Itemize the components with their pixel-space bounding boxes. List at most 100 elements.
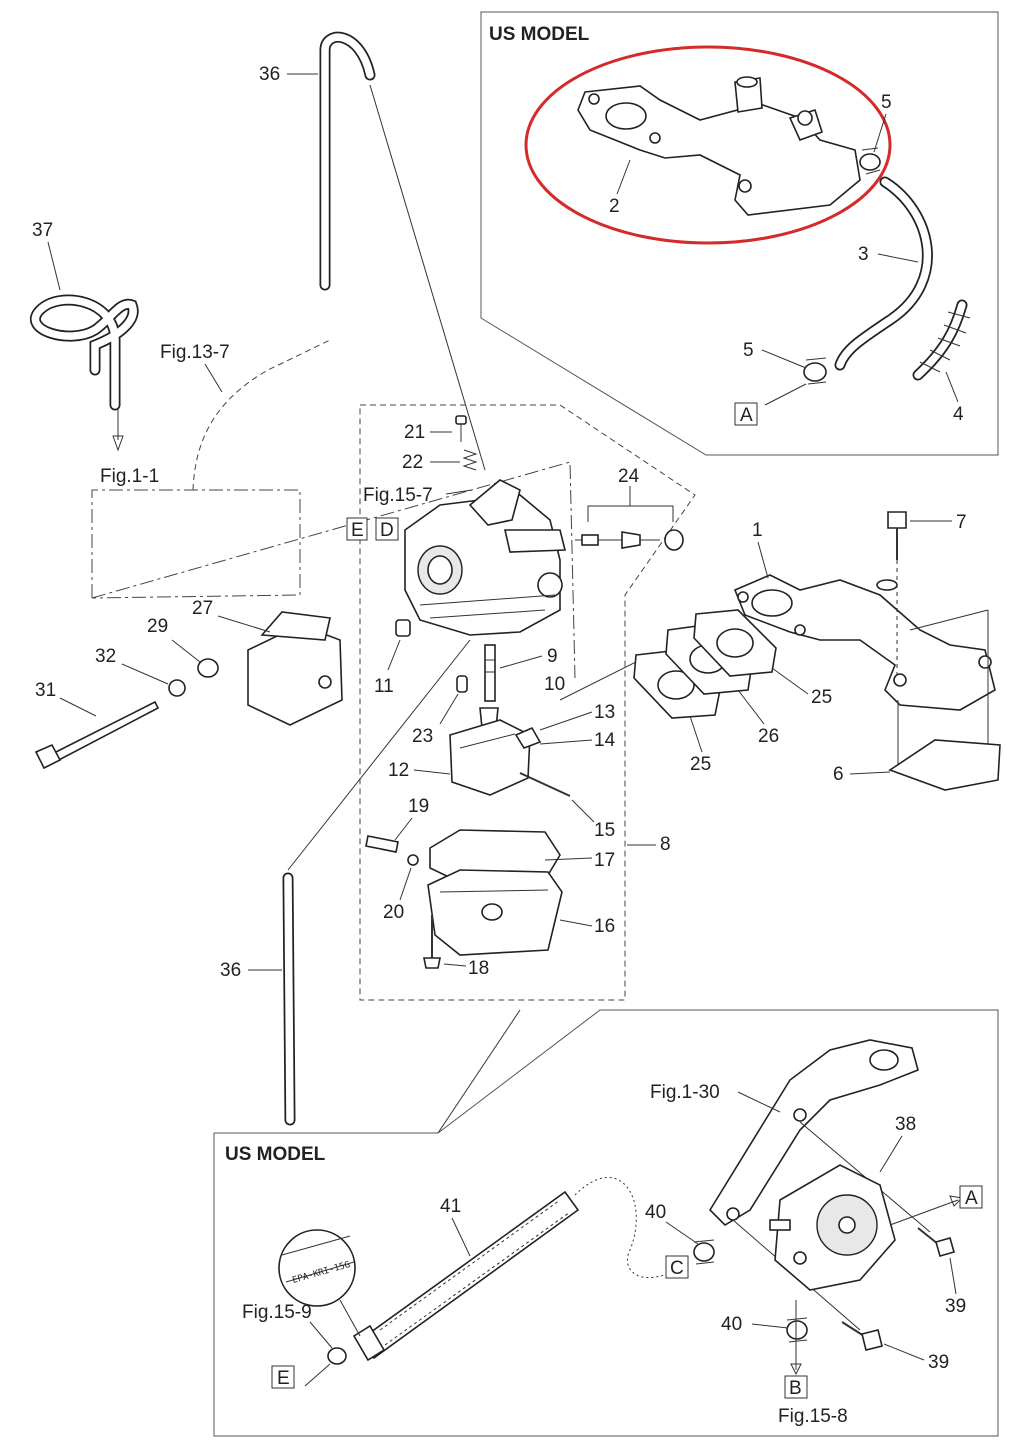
part-31-bolt	[34, 700, 160, 770]
part-23	[456, 675, 468, 693]
top-panel-title: US MODEL	[489, 24, 590, 45]
part-20-oring	[407, 854, 419, 866]
epa-tag: EPA-KRI-15G	[278, 1229, 356, 1307]
svg-text:A: A	[965, 1188, 978, 1209]
label-39-right: 39	[945, 1296, 966, 1317]
carburetor-group-frame	[359, 404, 696, 1001]
part-7-bolt	[887, 511, 907, 560]
label-40-bottom: 40	[721, 1314, 742, 1335]
label-16: 16	[594, 916, 615, 937]
part-38-fuel-pump	[769, 1164, 896, 1291]
part-11-jet	[395, 619, 411, 637]
part-40-clamp-top	[693, 1239, 715, 1265]
svg-text:E: E	[351, 520, 364, 541]
label-32: 32	[95, 646, 116, 667]
part-40-clamp-bottom	[786, 1317, 808, 1343]
label-7: 7	[956, 512, 967, 533]
label-26: 26	[758, 726, 779, 747]
part-9-nozzle	[484, 644, 496, 702]
part-27-air-cleaner-elbow	[247, 611, 343, 726]
label-25-b: 25	[811, 687, 832, 708]
part-32-washer	[168, 679, 186, 697]
connector-A-bottom	[959, 1185, 983, 1209]
connector-A-top	[734, 402, 758, 426]
part-25-gasket-a	[633, 649, 721, 719]
svg-text:D: D	[380, 520, 394, 541]
label-38: 38	[895, 1114, 916, 1135]
ref-fig-15-7: Fig.15-7	[363, 485, 433, 506]
label-41: 41	[440, 1196, 461, 1217]
label-10: 10	[544, 674, 565, 695]
part-5-clamp-top	[859, 147, 881, 175]
ref-fig-1-1: Fig.1-1	[100, 466, 159, 487]
part-1-intake-manifold	[733, 574, 996, 711]
part-17-gasket	[429, 829, 561, 881]
top-panel-frame	[480, 11, 999, 456]
connector-E-bottom	[271, 1365, 295, 1389]
svg-text:A: A	[740, 405, 753, 426]
svg-text:C: C	[670, 1258, 684, 1279]
label-5-top: 5	[881, 92, 892, 113]
label-5-lower: 5	[743, 340, 754, 361]
part-29-collar	[197, 658, 219, 678]
label-19: 19	[408, 796, 429, 817]
fuel-clip-e	[327, 1347, 347, 1365]
label-1: 1	[752, 520, 763, 541]
part-25-gasket-b	[693, 609, 777, 677]
part-16-float-bowl	[427, 869, 563, 956]
label-18: 18	[468, 958, 489, 979]
label-20: 20	[383, 902, 404, 923]
label-21: 21	[404, 422, 425, 443]
part-13-14-pin	[514, 726, 542, 749]
label-29: 29	[147, 616, 168, 637]
ref-fig-13-7: Fig.13-7	[160, 342, 230, 363]
part-4-ribbed-hose	[912, 299, 971, 381]
connector-B	[784, 1375, 808, 1399]
connector-C	[665, 1255, 689, 1279]
part-18-screw	[423, 915, 441, 969]
label-36-top: 36	[259, 64, 280, 85]
label-36-bottom: 36	[220, 960, 241, 981]
label-8: 8	[660, 834, 671, 855]
bottom-panel-title: US MODEL	[225, 1144, 326, 1165]
svg-text:B: B	[789, 1378, 802, 1399]
label-24: 24	[618, 466, 640, 487]
label-13: 13	[594, 702, 615, 723]
part-39-screw-right	[917, 1227, 955, 1257]
part-2-intake-manifold	[577, 76, 861, 216]
engine-bracket-fig-1-30	[708, 1039, 919, 1227]
label-9: 9	[547, 646, 558, 667]
part-22-spring	[462, 449, 478, 471]
connector-E-top	[346, 517, 368, 541]
connector-D	[375, 517, 399, 541]
part-36-vent-hose-top	[319, 31, 376, 291]
part-12-float	[449, 719, 531, 796]
highlight-circle	[524, 45, 892, 245]
ref-fig-15-9: Fig.15-9	[242, 1302, 312, 1323]
part-6-gasket	[888, 739, 1001, 791]
label-37: 37	[32, 220, 53, 241]
ref-fig-1-30: Fig.1-30	[650, 1082, 720, 1103]
label-4: 4	[953, 404, 964, 425]
part-24-mixture-screw	[575, 529, 684, 551]
part-21-screw	[455, 415, 467, 442]
label-39-bottom: 39	[928, 1352, 949, 1373]
label-2: 2	[609, 196, 620, 217]
label-22: 22	[402, 452, 423, 473]
label-31: 31	[35, 680, 56, 701]
label-17: 17	[594, 850, 615, 871]
label-15: 15	[594, 820, 615, 841]
part-41-fuel-hose	[352, 1190, 580, 1362]
part-19-drain-screw	[365, 835, 399, 853]
label-25-a: 25	[690, 754, 711, 775]
carburetor-body	[404, 479, 567, 636]
part-15-pin	[519, 772, 571, 797]
label-11: 11	[374, 676, 394, 697]
label-12: 12	[388, 760, 409, 781]
label-3: 3	[858, 244, 869, 265]
label-27: 27	[192, 598, 213, 619]
label-40-top: 40	[645, 1202, 666, 1223]
ref-fig-15-8: Fig.15-8	[778, 1406, 848, 1427]
svg-text:E: E	[277, 1368, 290, 1389]
